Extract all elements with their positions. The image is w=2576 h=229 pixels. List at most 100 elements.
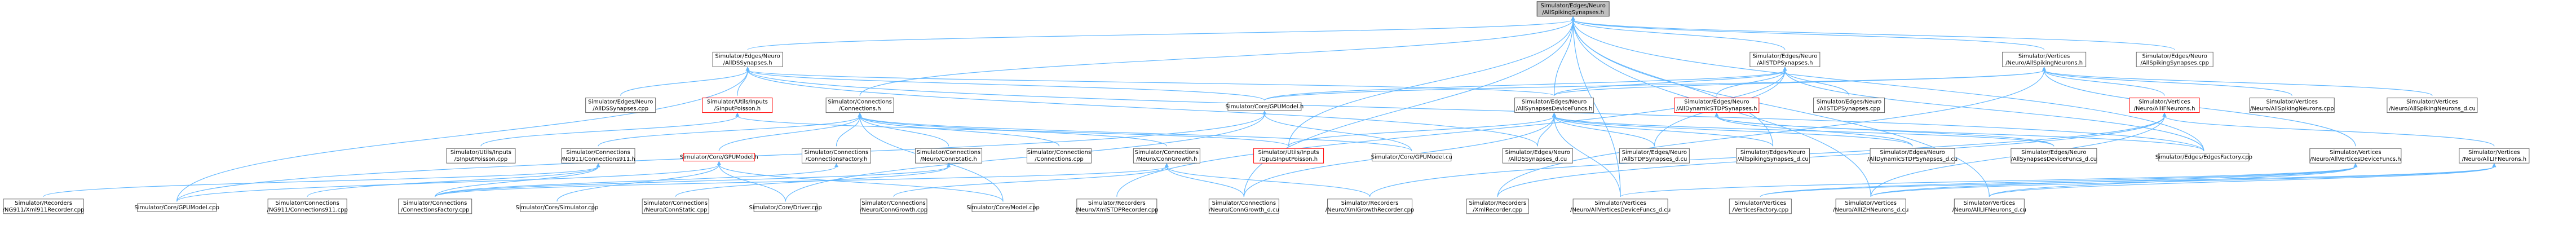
graph-node-xmlstdp[interactable]: Simulator/Recorders/Neuro/XmlSTDPRecorde… bbox=[1075, 199, 1159, 214]
graph-node-xml911[interactable]: Simulator/Recorders/NG911/Xml911Recorder… bbox=[3, 199, 85, 214]
graph-node-xmlgrowth[interactable]: Simulator/Recorders/Neuro/XmlGrowthRecor… bbox=[1325, 199, 1415, 214]
graph-node-model[interactable]: Simulator/Core/GPUModel.h bbox=[680, 153, 758, 162]
graph-node-c911-cpp[interactable]: Simulator/Connections/NG911/Connections9… bbox=[267, 199, 348, 214]
edge-arrowhead bbox=[2162, 112, 2167, 117]
graph-node-gpumodel[interactable]: Simulator/Core/GPUModel.h bbox=[1225, 102, 1304, 111]
graph-node-spkn[interactable]: Simulator/Vertices/Neuro/AllSpikingNeuro… bbox=[2002, 51, 2087, 67]
edge-arrowhead bbox=[596, 163, 600, 168]
graph-node-lifn[interactable]: Simulator/Vertices/Neuro/AllLIFNeurons.h bbox=[2459, 148, 2530, 164]
node-box bbox=[825, 98, 894, 113]
graph-node-ifn[interactable]: Simulator/Vertices/Neuro/AllIFNeurons.h bbox=[2129, 98, 2200, 113]
graph-node-sim-cpp[interactable]: Simulator/Core/Simulator.cpp bbox=[516, 203, 599, 212]
graph-node-cstatic[interactable]: Simulator/Connections/Neuro/ConnStatic.h bbox=[915, 148, 983, 164]
node-label-line: Simulator/Core/Model.cpp bbox=[966, 205, 1040, 211]
node-box bbox=[2387, 98, 2478, 113]
graph-node-spkn-cu[interactable]: Simulator/Vertices/Neuro/AllSpikingNeuro… bbox=[2387, 98, 2478, 113]
graph-node-avdf-cu[interactable]: Simulator/Vertices/Neuro/AllVerticesDevi… bbox=[1570, 199, 1671, 214]
graph-node-conn[interactable]: Simulator/Connections/Connections.h bbox=[825, 98, 894, 113]
node-label-line: /NG911/Connections911.h bbox=[561, 156, 635, 162]
graph-node-cgrowth[interactable]: Simulator/Connections/Neuro/ConnGrowth.h bbox=[1133, 148, 1200, 164]
graph-node-spkn-cpp[interactable]: Simulator/Vertices/Neuro/AllSpikingNeuro… bbox=[2249, 98, 2335, 113]
node-box bbox=[1208, 199, 1279, 214]
graph-node-gpuinput[interactable]: Simulator/Utils/Inputs/GpuSInputPoisson.… bbox=[1253, 148, 1324, 164]
edge-arrowhead bbox=[1262, 111, 1267, 114]
node-label-line: Simulator/Recorders bbox=[15, 200, 72, 206]
edge-arrowhead bbox=[1783, 67, 1787, 71]
graph-node-spks-cu[interactable]: Simulator/Edges/Neuro/AllSpikingSynapses… bbox=[1736, 148, 1810, 164]
edge-cfact-to-cfact_cpp bbox=[435, 166, 837, 197]
node-label-line: Simulator/Edges/Neuro bbox=[2142, 53, 2207, 59]
graph-node-root[interactable]: Simulator/Edges/Neuro/AllSpikingSynapses… bbox=[1536, 1, 1610, 17]
edge-spkn-to-ifn bbox=[2044, 70, 2165, 96]
node-box bbox=[2011, 148, 2097, 164]
graph-node-aizh[interactable]: Simulator/Vertices/Neuro/AllIZHNeurons_d… bbox=[1833, 199, 1908, 214]
graph-node-driver[interactable]: Simulator/Core/Driver.cpp bbox=[749, 203, 822, 212]
graph-node-stdp-cpp[interactable]: Simulator/Edges/Neuro/AllSTDPSynapses.cp… bbox=[1813, 98, 1885, 113]
graph-node-efact[interactable]: Simulator/Edges/EdgesFactory.cpp bbox=[2155, 153, 2252, 162]
edge-dyn-to-sdf_cu bbox=[1716, 116, 2054, 147]
graph-node-gpumodel-cu[interactable]: Simulator/Core/GPUModel.cu bbox=[1371, 153, 1452, 162]
graph-node-sinput[interactable]: Simulator/Utils/Inputs/SInputPoisson.h bbox=[702, 98, 773, 113]
graph-node-spks-cpp[interactable]: Simulator/Edges/Neuro/AllSpikingSynapses… bbox=[2136, 51, 2213, 67]
node-label-line: /VerticesFactory.cpp bbox=[1732, 207, 1788, 213]
graph-node-lifn-cu[interactable]: Simulator/Vertices/Neuro/AllLIFNeurons_d… bbox=[1952, 199, 2026, 214]
node-label-line: /NG911/Xml911Recorder.cpp bbox=[3, 207, 85, 213]
graph-node-cgrowth-cu[interactable]: Simulator/Connections/Neuro/ConnGrowth_d… bbox=[1209, 199, 1279, 214]
graph-node-cfact-cpp[interactable]: Simulator/Connections/ConnectionsFactory… bbox=[398, 199, 472, 214]
graph-node-gpumodel-cpp[interactable]: Simulator/Core/GPUModel.cpp bbox=[134, 203, 219, 212]
edge-avdf-to-avdf_cu bbox=[1620, 166, 2356, 197]
graph-node-dyn-cu[interactable]: Simulator/Edges/Neuro/AllDynamicSTDPSyna… bbox=[1867, 148, 1958, 164]
graph-node-cstatic-cpp[interactable]: Simulator/Connections/Neuro/ConnStatic.c… bbox=[642, 199, 709, 214]
edge-avdf-to-vfact bbox=[1760, 166, 2356, 197]
edge-spkn-to-spkn_cpp bbox=[2044, 69, 2292, 96]
graph-node-stdp[interactable]: Simulator/Edges/Neuro/AllSTDPSynapses.h bbox=[1749, 51, 1821, 67]
node-label-line: /Neuro/ConnGrowth.cpp bbox=[860, 207, 927, 213]
graph-node-conn-cpp[interactable]: Simulator/Connections/Connections.cpp bbox=[1027, 148, 1092, 164]
node-label-line: /SInputPoisson.h bbox=[714, 106, 761, 112]
edge-root-to-efact bbox=[1572, 19, 2204, 151]
graph-node-ds-cu[interactable]: Simulator/Edges/Neuro/AllDSSynapses_d.cu bbox=[1502, 148, 1573, 164]
node-box bbox=[1813, 98, 1885, 113]
graph-node-cgrowth-cpp[interactable]: Simulator/Connections/Neuro/ConnGrowth.c… bbox=[860, 199, 927, 214]
graph-node-dyn[interactable]: Simulator/Edges/Neuro/AllDynamicSTDPSyna… bbox=[1674, 98, 1760, 113]
edge-lifn-to-vfact bbox=[1760, 166, 2495, 197]
edge-gpumodel-to-driver bbox=[785, 113, 1265, 202]
edge-ds-to-gpumodel_cpp bbox=[176, 70, 748, 202]
node-label-line: Simulator/Utils/Inputs bbox=[1258, 149, 1319, 156]
edge-cgrowth-to-xmlgrowth bbox=[1166, 166, 1371, 197]
node-label-line: Simulator/Connections bbox=[917, 149, 980, 156]
edge-stdp-to-xmlstdp bbox=[1116, 70, 1786, 197]
node-box bbox=[2002, 51, 2087, 67]
node-label-line: Simulator/Core/GPUModel.cpp bbox=[134, 205, 219, 211]
node-label-line: Simulator/Core/GPUModel.cu bbox=[1371, 155, 1452, 161]
node-label-line: Simulator/Edges/Neuro bbox=[1540, 3, 1605, 9]
graph-node-vfact[interactable]: Simulator/Vertices/VerticesFactory.cpp bbox=[1729, 199, 1792, 214]
graph-node-sdf-cu[interactable]: Simulator/Edges/Neuro/AllSynapsesDeviceF… bbox=[2011, 148, 2097, 164]
edge-root-to-lifn_cu bbox=[1572, 19, 1990, 197]
graph-node-stdp-cu[interactable]: Simulator/Edges/Neuro/AllSTDPSynapses_d.… bbox=[1619, 148, 1690, 164]
node-label-line: Simulator/Edges/Neuro bbox=[2021, 149, 2086, 156]
graph-node-ds-cpp[interactable]: Simulator/Edges/Neuro/AllDSSynapses.cpp bbox=[585, 98, 656, 113]
graph-node-c911[interactable]: Simulator/Connections/NG911/Connections9… bbox=[561, 148, 635, 164]
edge-root-to-gpuinput bbox=[1288, 19, 1574, 147]
edge-ds-to-sdf bbox=[747, 69, 1555, 96]
graph-node-avdf[interactable]: Simulator/Vertices/Neuro/AllVerticesDevi… bbox=[2309, 148, 2402, 164]
graph-node-model-cpp[interactable]: Simulator/Core/Model.cpp bbox=[966, 203, 1040, 212]
graph-node-sinput-cpp[interactable]: Simulator/Utils/Inputs/SInputPoisson.cpp bbox=[446, 148, 516, 164]
graph-node-ds[interactable]: Simulator/Edges/Neuro/AllDSSynapses.h bbox=[712, 51, 783, 67]
graph-node-xmlrec[interactable]: Simulator/Recorders/XmlRecorder.cpp bbox=[1466, 199, 1529, 214]
node-box bbox=[1736, 148, 1810, 164]
edge-ifn-to-lifn bbox=[2164, 116, 2495, 147]
graph-node-sdf[interactable]: Simulator/Edges/Neuro/AllSynapsesDeviceF… bbox=[1514, 98, 1594, 113]
edge-ds-to-ds_cu bbox=[747, 70, 1538, 147]
edge-arrowhead bbox=[745, 67, 750, 71]
edge-spkn-to-gpumodel bbox=[1264, 69, 2045, 101]
edge-root-to-spks_cpp bbox=[1572, 19, 2175, 50]
node-label-line: /Neuro/AllVerticesDeviceFuncs_d.cu bbox=[1570, 207, 1671, 213]
node-label-line: /Neuro/AllLIFNeurons.h bbox=[2462, 156, 2526, 162]
node-box bbox=[1536, 1, 1610, 17]
node-label-line: Simulator/Recorders bbox=[1088, 200, 1146, 206]
node-box bbox=[1227, 102, 1302, 111]
graph-node-cfact[interactable]: Simulator/Connections/ConnectionsFactory… bbox=[801, 148, 871, 164]
node-label-line: /Neuro/XmlSTDPRecorder.cpp bbox=[1075, 207, 1159, 213]
